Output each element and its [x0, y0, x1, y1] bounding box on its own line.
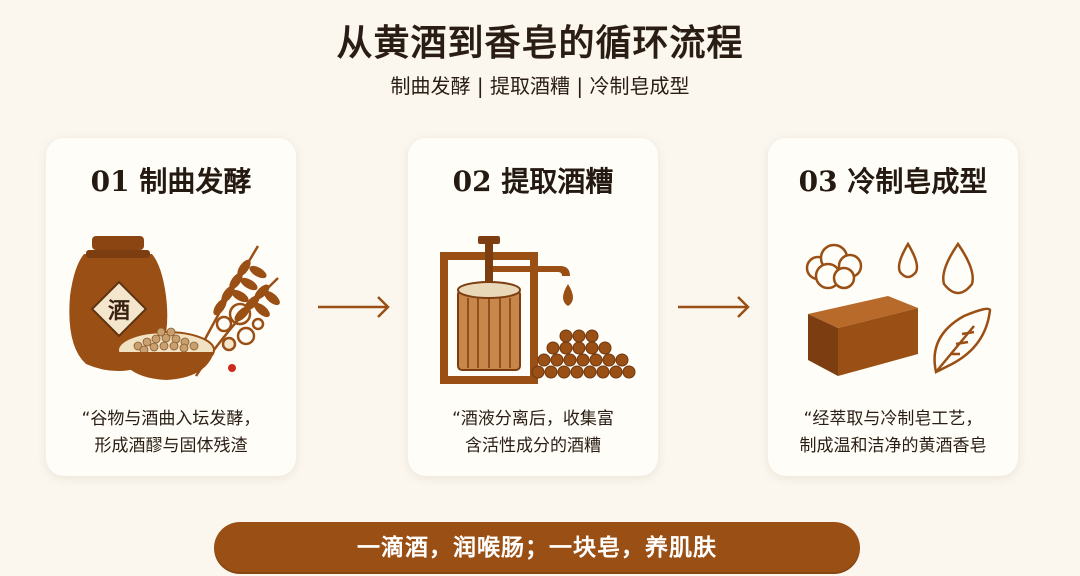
jar-label: 酒 [108, 298, 130, 324]
step-desc-2-line1: “酒液分离后，收集富 [452, 409, 614, 429]
step-desc-3-line2: 制成温和洁净的黄酒香皂 [799, 436, 987, 456]
leaf-icon [933, 307, 992, 374]
page-subtitle: 制曲发酵 | 提取酒糟 | 冷制皂成型 [390, 74, 690, 98]
arrow-right-icon [318, 296, 390, 318]
red-dot [228, 364, 236, 372]
step-1-illustration: 酒 [69, 236, 280, 380]
step-desc-3: “经萃取与冷制皂工艺， 制成温和洁净的黄酒香皂 [782, 406, 1004, 460]
step-title-3: 03 冷制皂成型 [798, 165, 988, 198]
step-2-illustration [440, 236, 636, 384]
slogan-banner: 一滴酒，润喉肠；一块皂，养肌肤 [214, 522, 860, 574]
grain-bowl-icon [117, 327, 215, 380]
page-title: 从黄酒到香皂的循环流程 [336, 22, 744, 64]
drop-icon [563, 284, 573, 306]
press-icon [440, 236, 570, 384]
step-card-2: 02 提取酒糟 [408, 138, 658, 476]
step-desc-2: “酒液分离后，收集富 含活性成分的酒糟 [422, 406, 644, 460]
step-desc-2-line2: 含活性成分的酒糟 [465, 436, 601, 456]
step-desc-1-line2: 形成酒醪与固体残渣 [94, 436, 248, 456]
step-card-1: 01 制曲发酵 酒 [46, 138, 296, 476]
step-title-1: 01 制曲发酵 [90, 165, 252, 198]
drop-icon [897, 241, 919, 279]
soap-bar-icon [808, 296, 918, 376]
step-title-2: 02 提取酒糟 [452, 165, 614, 198]
lees-pile-icon [531, 329, 636, 379]
step-3-illustration [805, 241, 992, 376]
drop-icon [942, 241, 974, 295]
step-desc-1: “谷物与酒曲入坛发酵， 形成酒醪与固体残渣 [60, 406, 282, 460]
step-desc-1-line1: “谷物与酒曲入坛发酵， [81, 409, 261, 429]
step-card-3: 03 冷制皂成型 “经萃取与冷制皂工艺， 制成温和洁净的黄酒香皂 [768, 138, 1018, 476]
bubbles-icon [215, 302, 265, 352]
step-desc-3-line1: “经萃取与冷制皂工艺， [803, 409, 983, 429]
arrow-right-icon [678, 296, 750, 318]
cotton-icon [805, 243, 863, 290]
